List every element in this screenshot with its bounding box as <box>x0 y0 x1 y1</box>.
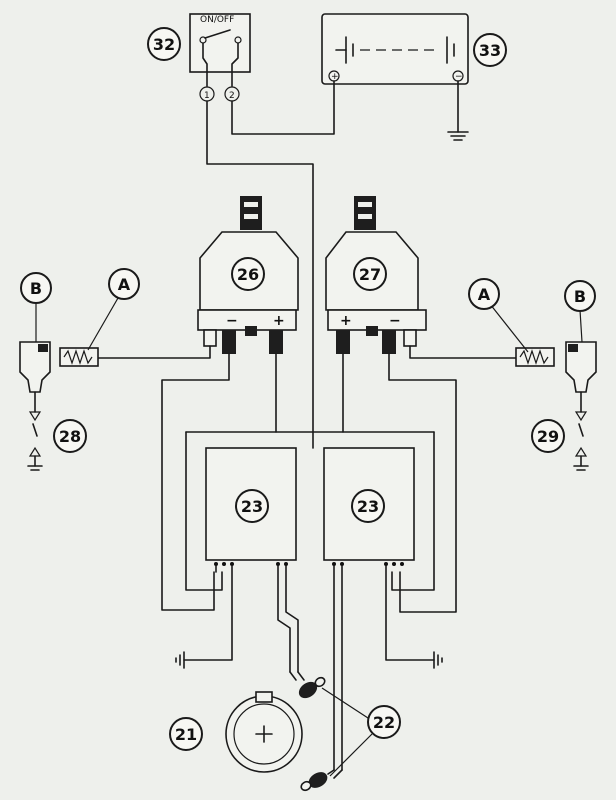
svg-text:A: A <box>478 285 491 304</box>
callout-33: 33 <box>473 33 507 67</box>
ground-right-icon <box>433 651 443 669</box>
pickup-rotor <box>225 691 303 773</box>
coil-left-plus: + <box>273 313 285 329</box>
svg-text:23: 23 <box>357 497 379 516</box>
svg-text:28: 28 <box>59 427 81 446</box>
ground-left-icon <box>175 651 185 669</box>
coil-right-minus: − <box>389 313 401 329</box>
svg-text:A: A <box>118 275 131 294</box>
svg-text:23: 23 <box>241 497 263 516</box>
pin-1: 1 <box>204 91 210 101</box>
callout-32: 32 <box>147 27 181 61</box>
callout-27: 27 <box>353 257 387 291</box>
battery: + − <box>321 13 469 85</box>
callout-a-left: A <box>108 268 140 300</box>
svg-text:22: 22 <box>373 713 395 732</box>
spark-plug-right <box>515 341 597 471</box>
ignition-switch: ON/OFF 1 2 <box>189 13 251 102</box>
svg-text:B: B <box>574 287 586 306</box>
callout-23-right: 23 <box>351 489 385 523</box>
pickup-sensor-top <box>289 671 326 699</box>
battery-ground-icon <box>447 80 469 141</box>
callout-26: 26 <box>231 257 265 291</box>
coil-right-plus: + <box>340 313 352 329</box>
spark-plug-left <box>19 341 99 471</box>
svg-text:32: 32 <box>153 35 175 54</box>
svg-text:29: 29 <box>537 427 559 446</box>
callout-28: 28 <box>53 419 87 453</box>
callout-23-left: 23 <box>235 489 269 523</box>
coil-left-minus: − <box>226 313 238 329</box>
ignition-module-left <box>205 447 297 566</box>
pickup-sensor-bottom <box>300 769 343 792</box>
svg-text:26: 26 <box>237 265 259 284</box>
svg-text:+: + <box>331 72 339 82</box>
svg-text:21: 21 <box>175 725 197 744</box>
callout-22: 22 <box>367 705 401 739</box>
callout-b-left: B <box>20 272 52 304</box>
svg-text:B: B <box>30 279 42 298</box>
callout-21: 21 <box>169 717 203 751</box>
svg-text:27: 27 <box>359 265 381 284</box>
svg-text:−: − <box>455 72 463 82</box>
callout-b-right: B <box>564 280 596 312</box>
callout-a-right: A <box>468 278 500 310</box>
pin-2: 2 <box>229 91 235 101</box>
svg-text:33: 33 <box>479 41 501 60</box>
switch-label: ON/OFF <box>200 15 234 25</box>
callout-29: 29 <box>531 419 565 453</box>
